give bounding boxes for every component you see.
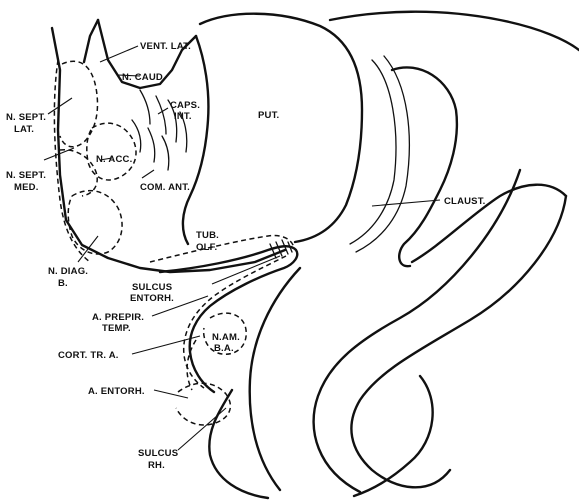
label-caps-int: INT. xyxy=(174,111,192,122)
n-acc-boundary xyxy=(87,123,136,180)
leader-n-diag xyxy=(78,236,98,262)
label-sulcus-entorh-2: ENTORH. xyxy=(130,293,174,304)
label-n-sept-lat-2: LAT. xyxy=(14,124,34,135)
temporal-inner xyxy=(314,170,520,492)
leader-sulcus-entorh xyxy=(212,256,280,284)
external-capsule-line xyxy=(356,56,409,252)
label-n-acc: N. ACC. xyxy=(96,154,132,165)
prepiriform-boundary xyxy=(184,256,286,388)
temporal-lobe-base xyxy=(250,268,300,490)
n-sept-lat-boundary xyxy=(60,61,98,147)
label-n-am-2: B.A. xyxy=(214,343,234,354)
hippocampal-region xyxy=(209,390,268,498)
label-put: PUT. xyxy=(258,110,279,121)
label-a-prepir-2: TEMP. xyxy=(102,323,131,334)
leader-sulcus-rh xyxy=(178,408,226,450)
putamen-outline xyxy=(200,14,362,242)
label-com-ant: COM. ANT. xyxy=(140,182,190,193)
label-n-sept-med-2: MED. xyxy=(14,182,39,193)
label-sulcus-rh: SULCUS xyxy=(138,448,178,459)
label-n-sept-lat: N. SEPT. xyxy=(6,112,46,123)
leader-a-entorh xyxy=(154,390,188,398)
label-tub: TUB. xyxy=(196,230,219,241)
cortex-outer xyxy=(330,12,579,50)
label-cort-tr-a: CORT. TR. A. xyxy=(58,350,119,361)
n-sept-med-boundary xyxy=(60,150,97,196)
ventricle-tip xyxy=(84,20,98,62)
label-olf: OLF. xyxy=(196,242,217,253)
label-sulcus-entorh: SULCUS xyxy=(132,282,172,293)
label-a-entorh: A. ENTORH. xyxy=(88,386,145,397)
leader-claust xyxy=(372,200,440,206)
label-a-prepir: A. PREPIR. xyxy=(92,312,144,323)
label-n-diag: N. DIAG. xyxy=(48,266,88,277)
label-caps: CAPS. xyxy=(170,100,200,111)
label-n-caud: N. CAUD. xyxy=(122,72,166,83)
label-n-diag-2: B. xyxy=(58,278,68,289)
temporal-outer xyxy=(351,196,566,487)
ventral-surface xyxy=(160,246,297,392)
label-vent-lat: VENT. LAT. xyxy=(140,41,191,52)
leader-com-ant xyxy=(142,170,154,178)
label-claust: CLAUST. xyxy=(444,196,486,207)
cortical-tract-boundary xyxy=(187,340,196,390)
label-n-sept-med: N. SEPT. xyxy=(6,170,46,181)
label-n-am: N.AM. xyxy=(212,332,240,343)
claustrum-line xyxy=(350,60,396,244)
n-diag-boundary xyxy=(68,191,122,254)
label-sulcus-rh-2: RH. xyxy=(148,460,165,471)
